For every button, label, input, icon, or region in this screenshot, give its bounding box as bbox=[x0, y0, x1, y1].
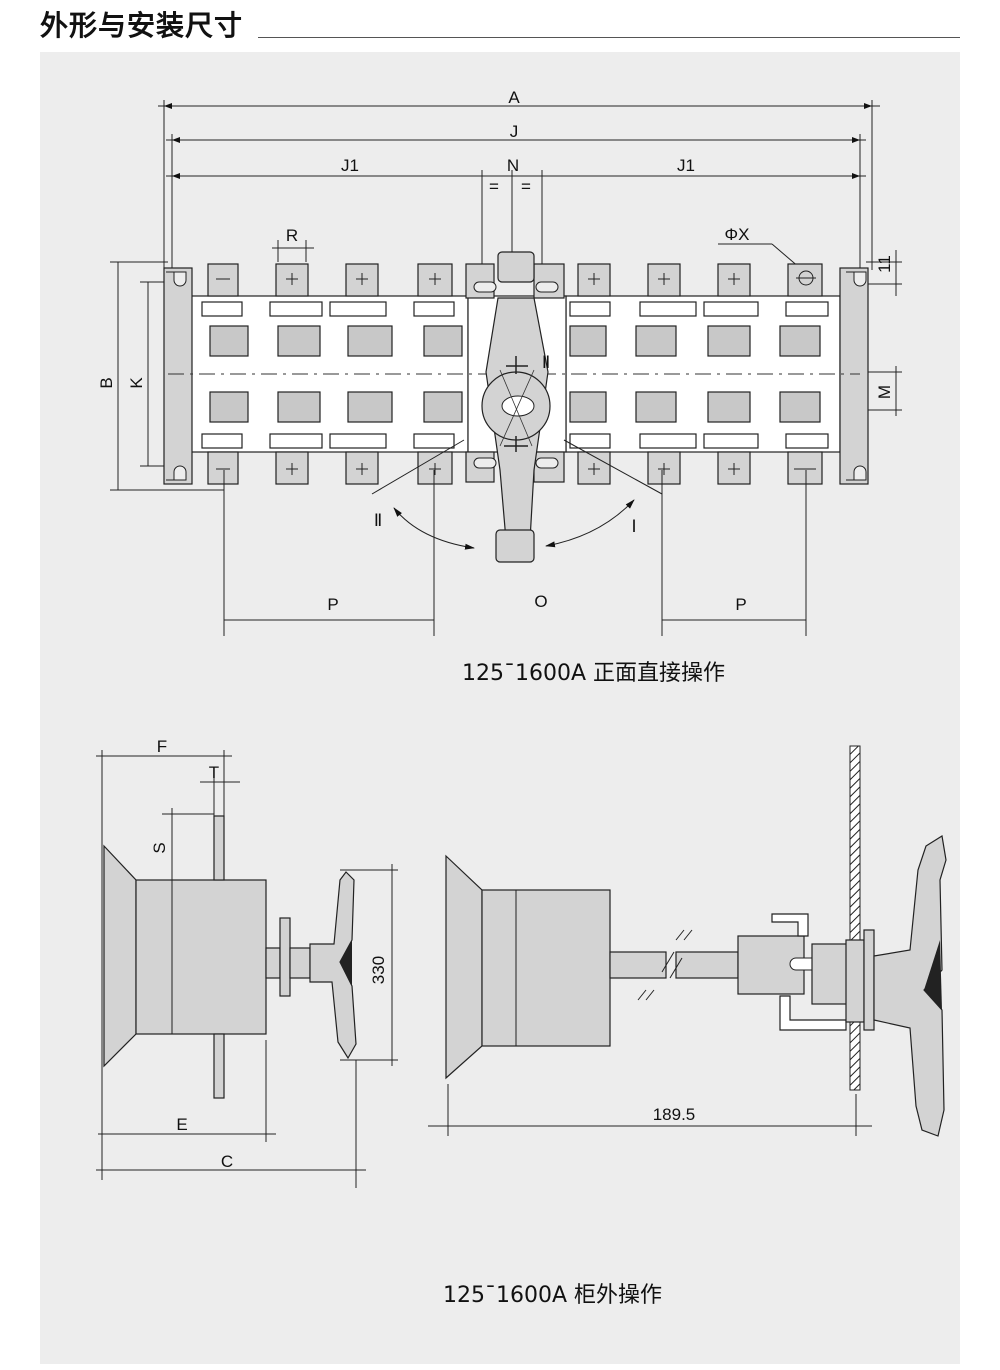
dim-label-N: N bbox=[507, 156, 519, 175]
equal-sign-left: = bbox=[489, 177, 499, 196]
side-plate-bottom bbox=[213, 1033, 225, 1099]
extension-shaft-a bbox=[609, 951, 667, 979]
cabinet-body-main bbox=[481, 889, 611, 1047]
shaft-break-marks bbox=[637, 929, 693, 1001]
dim-label-phix: ΦX bbox=[725, 225, 750, 244]
side-view-direct: F T S 330 E C bbox=[96, 737, 398, 1188]
side-hub-plate bbox=[279, 917, 291, 997]
cabinet-body-flange bbox=[445, 854, 483, 1080]
side-body-main bbox=[135, 879, 267, 1035]
side-view-caption: 125¯1600A 柜外操作 bbox=[443, 1283, 662, 1308]
mounting-bracket-right bbox=[839, 267, 869, 485]
side-shaft bbox=[265, 947, 281, 979]
dim-label-C: C bbox=[221, 1152, 233, 1171]
dim-label-330: 330 bbox=[369, 956, 388, 984]
dim-11-lines bbox=[866, 250, 902, 296]
dim-label-F: F bbox=[157, 737, 167, 756]
center-mounting-tabs bbox=[465, 263, 565, 483]
dim-E-C-lines bbox=[96, 1040, 366, 1188]
dim-B-K-lines bbox=[110, 261, 224, 491]
rotation-label-I: Ⅰ bbox=[631, 517, 636, 536]
dim-label-A: A bbox=[508, 88, 520, 107]
slot-bars-bottom bbox=[201, 433, 829, 449]
extension-shaft-b bbox=[675, 951, 739, 979]
dim-label-B: B bbox=[97, 377, 116, 388]
dim-330-lines bbox=[340, 864, 398, 1066]
slot-bars-top bbox=[201, 301, 829, 317]
handle-position-II: Ⅱ bbox=[542, 353, 550, 372]
contact-windows-upper bbox=[209, 325, 821, 357]
dim-label-189-5: 189.5 bbox=[653, 1105, 696, 1124]
dim-label-M: M bbox=[875, 385, 894, 399]
front-view: A J J1 N J1 = = R ΦX 11 bbox=[97, 88, 902, 686]
front-view-caption: 125¯1600A 正面直接操作 bbox=[462, 661, 725, 686]
mounting-bracket-left bbox=[163, 267, 193, 485]
dim-label-J1-left: J1 bbox=[341, 156, 359, 175]
terminals-top bbox=[207, 263, 823, 297]
operating-handle bbox=[481, 251, 551, 563]
coupling-hook-top bbox=[771, 913, 809, 937]
side-plate-top bbox=[213, 815, 225, 881]
page-title: 外形与安装尺寸 bbox=[40, 9, 244, 42]
dim-label-R: R bbox=[286, 226, 298, 245]
contact-windows-lower bbox=[209, 391, 821, 423]
side-body-flange bbox=[103, 844, 137, 1068]
title-divider bbox=[258, 37, 960, 38]
terminals-bottom bbox=[207, 451, 823, 485]
side-view-cabinet: 189.5 bbox=[428, 745, 947, 1137]
dim-label-T: T bbox=[209, 763, 219, 782]
equal-sign-right: = bbox=[521, 177, 531, 196]
dim-R-lines bbox=[272, 240, 314, 262]
dimension-arrow-heads bbox=[164, 103, 872, 179]
dim-label-S: S bbox=[150, 842, 169, 853]
dim-label-J: J bbox=[510, 122, 519, 141]
rotation-arrows bbox=[371, 439, 663, 550]
terminal-cross-marks bbox=[216, 273, 816, 475]
rotation-label-II: Ⅱ bbox=[374, 511, 382, 530]
dim-189-lines bbox=[428, 1084, 872, 1136]
dim-P-lines bbox=[223, 470, 807, 636]
dim-label-K: K bbox=[127, 377, 146, 389]
dim-label-P-right: P bbox=[735, 595, 746, 614]
dim-label-11: 11 bbox=[875, 255, 894, 273]
door-lock-base bbox=[811, 943, 849, 1005]
cabinet-handle bbox=[873, 835, 947, 1137]
side-handle bbox=[309, 871, 357, 1060]
dim-label-J1-right: J1 bbox=[677, 156, 695, 175]
position-label-O: O bbox=[534, 592, 547, 611]
cabinet-door-panel bbox=[849, 745, 861, 1091]
dim-label-E: E bbox=[176, 1115, 187, 1134]
dim-label-P-left: P bbox=[327, 595, 338, 614]
